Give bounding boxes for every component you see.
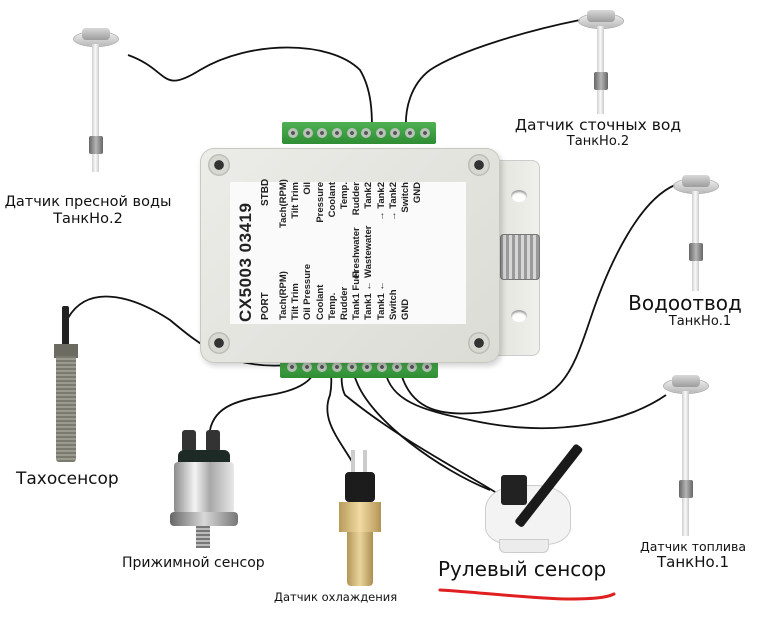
port-terminal-label: GND bbox=[400, 298, 412, 320]
stbd-terminal-label: → Tank2 bbox=[375, 182, 387, 221]
oil-pressure-sender-icon bbox=[170, 428, 240, 550]
fuel-sensor-label: Датчик топлива ТанкНо.1 bbox=[628, 539, 758, 572]
stbd-header: STBD bbox=[260, 178, 271, 206]
terminal-screw[interactable] bbox=[375, 128, 386, 138]
terminal-screw[interactable] bbox=[286, 362, 297, 372]
port-terminal-label: Switch bbox=[387, 289, 399, 320]
rudder-sensor-label: Рулевый сенсор bbox=[438, 558, 606, 581]
device-model: CX5003 03419 bbox=[236, 202, 255, 322]
middle-terminal-label bbox=[315, 226, 327, 278]
pressure-sensor-name: Прижимной сенсор bbox=[122, 555, 265, 571]
terminal-screw[interactable] bbox=[376, 362, 387, 372]
wire-drain bbox=[399, 184, 676, 415]
wire-fuel bbox=[384, 369, 667, 430]
port-header: PORT bbox=[260, 292, 271, 320]
pressure-sensor-label: Прижимной сенсор bbox=[122, 555, 265, 571]
terminal-screw[interactable] bbox=[346, 362, 357, 372]
terminal-screw[interactable] bbox=[361, 128, 372, 138]
wastewater-sensor-name: Датчик сточных вод bbox=[514, 116, 682, 134]
stbd-terminal-label: Tank2 bbox=[363, 182, 375, 209]
fuel-sensor-tank: ТанкНо.1 bbox=[657, 553, 729, 572]
drain-sensor-label: Водоотвод ТанкНо.1 bbox=[620, 292, 750, 330]
middle-terminal-label bbox=[290, 226, 302, 278]
wastewater-sensor-tank: ТанкНо.2 bbox=[566, 133, 630, 149]
freshwater-sensor-label: Датчик пресной воды ТанкНо.2 bbox=[0, 194, 176, 227]
stbd-terminal-label: Tach(RPM) bbox=[278, 179, 289, 228]
tacho-sensor-name: Тахосенсор bbox=[16, 469, 119, 489]
terminal-screw[interactable] bbox=[288, 128, 299, 138]
nmea-connector-icon bbox=[500, 234, 540, 280]
rudder-sensor-icon bbox=[465, 415, 584, 555]
stbd-terminal-label: Oil Pressure bbox=[302, 182, 326, 223]
wire-wastewater bbox=[405, 19, 581, 129]
stbd-terminal-label: → Tank2 bbox=[387, 182, 399, 221]
drain-level-sensor bbox=[670, 165, 730, 295]
device-case: CX5003 03419 PORT STBD Tach(RPM) Tilt Tr… bbox=[200, 148, 500, 363]
terminal-screw[interactable] bbox=[405, 128, 416, 138]
middle-terminal-label: Wastewater bbox=[363, 225, 375, 278]
tachometer-probe-icon bbox=[52, 306, 82, 466]
stbd-terminal-label: Coolant Temp. bbox=[326, 182, 351, 218]
temperature-sender-icon bbox=[335, 448, 385, 588]
stbd-terminal-label: Rudder bbox=[351, 182, 363, 216]
middle-terminal-label bbox=[339, 226, 351, 278]
terminal-screw[interactable] bbox=[406, 362, 417, 372]
coolant-sensor-label: Датчик охлаждения bbox=[274, 590, 398, 604]
top-terminal-block bbox=[282, 122, 436, 144]
drain-sensor-tank: ТанкНо.1 bbox=[668, 314, 732, 329]
corner-screw-icon bbox=[468, 332, 490, 354]
terminal-screw[interactable] bbox=[361, 362, 372, 372]
middle-terminal-label bbox=[327, 226, 339, 278]
stbd-terminal-label: Switch bbox=[400, 182, 412, 213]
drain-sensor-name: Водоотвод bbox=[628, 291, 742, 315]
freshwater-sensor-tank: ТанкНо.2 bbox=[53, 210, 123, 227]
wastewater-level-sensor bbox=[575, 0, 635, 120]
terminal-screw[interactable] bbox=[419, 128, 430, 138]
middle-terminal-label bbox=[302, 226, 314, 278]
coolant-sensor-name: Датчик охлаждения bbox=[274, 590, 398, 604]
terminal-screw[interactable] bbox=[332, 128, 343, 138]
fuel-level-sensor bbox=[660, 365, 720, 540]
wastewater-sensor-label: Датчик сточных вод ТанкНо.2 bbox=[500, 116, 696, 150]
middle-terminal-list: Freshwater Wastewater bbox=[278, 226, 376, 278]
tacho-sensor-label: Тахосенсор bbox=[16, 469, 119, 490]
terminal-screw[interactable] bbox=[390, 128, 401, 138]
corner-screw-icon bbox=[208, 154, 230, 176]
stbd-terminal-label: GND bbox=[412, 182, 424, 204]
device-label: CX5003 03419 PORT STBD Tach(RPM) Tilt Tr… bbox=[230, 178, 466, 324]
middle-terminal-label: Freshwater bbox=[351, 227, 363, 278]
terminal-screw[interactable] bbox=[391, 362, 402, 372]
corner-screw-icon bbox=[208, 332, 230, 354]
wire-pressure bbox=[209, 364, 317, 431]
wire-freshwater bbox=[127, 46, 373, 129]
terminal-screw[interactable] bbox=[316, 362, 327, 372]
stbd-terminal-list: Tach(RPM) Tilt Trim Oil Pressure Coolant… bbox=[278, 179, 424, 228]
rudder-sensor-name: Рулевый сенсор bbox=[438, 557, 607, 581]
fuel-sensor-name: Датчик топлива bbox=[640, 539, 746, 554]
port-terminal-label: Tank1 ← bbox=[375, 281, 387, 320]
terminal-screw[interactable] bbox=[301, 362, 312, 372]
freshwater-level-sensor bbox=[70, 10, 130, 180]
corner-screw-icon bbox=[468, 154, 490, 176]
middle-terminal-label bbox=[278, 226, 290, 278]
freshwater-sensor-name: Датчик пресной воды bbox=[4, 194, 172, 210]
terminal-screw[interactable] bbox=[317, 128, 328, 138]
stbd-terminal-label: Tilt Trim bbox=[290, 182, 302, 219]
terminal-screw[interactable] bbox=[331, 362, 342, 372]
terminal-screw[interactable] bbox=[302, 128, 313, 138]
terminal-screw[interactable] bbox=[421, 362, 432, 372]
red-underline-highlight bbox=[438, 588, 616, 601]
cx5003-converter-module: CX5003 03419 PORT STBD Tach(RPM) Tilt Tr… bbox=[200, 148, 540, 363]
terminal-screw[interactable] bbox=[346, 128, 357, 138]
